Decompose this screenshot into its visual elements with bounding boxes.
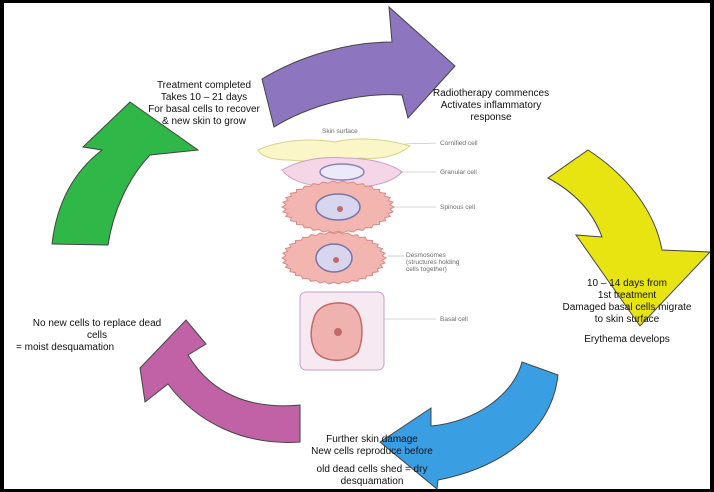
erythema-line: 10 – 14 days from xyxy=(544,278,710,290)
desmosomes-label-line: Desmosomes xyxy=(406,252,459,259)
erythema-spacer xyxy=(544,326,710,334)
radiotherapy-line: Radiotherapy commences xyxy=(404,88,578,100)
cell-nucleolus xyxy=(333,257,339,263)
erythema-line: Damaged basal cells migrate xyxy=(544,302,710,314)
radiotherapy-text: Radiotherapy commences Activates inflamm… xyxy=(404,88,578,124)
granular-cell-label: Granular cell xyxy=(440,169,477,176)
granular-nucleus xyxy=(320,164,364,180)
dry-line: desquamation xyxy=(282,476,462,488)
skin-surface-label: Skin surface xyxy=(322,128,358,135)
moist-desquamation-text: No new cells to replace dead cells xyxy=(12,318,182,342)
moist-line: No new cells to replace dead xyxy=(12,318,182,330)
recovery-line: & new skin to grow xyxy=(104,116,304,128)
erythema-line: 1st treatment xyxy=(544,290,710,302)
recovery-text: Treatment completed Takes 10 – 21 days F… xyxy=(104,80,304,128)
dry-line: old dead cells shed = dry xyxy=(282,464,462,476)
dry-desquamation-text: Further skin damage New cells reproduce … xyxy=(282,434,462,488)
recovery-line: Takes 10 – 21 days xyxy=(104,92,304,104)
moist-line: cells xyxy=(12,330,182,342)
erythema-line: Erythema develops xyxy=(544,334,710,346)
spinous-cell-label: Spinous cell xyxy=(440,204,475,211)
cell-nucleolus xyxy=(337,206,343,212)
radiotherapy-line: Activates inflammatory xyxy=(404,100,578,112)
recovery-line: Treatment completed xyxy=(104,80,304,92)
basal-nucleus xyxy=(334,328,342,336)
leader-line xyxy=(404,143,436,144)
erythema-line: to skin surface xyxy=(544,314,710,326)
dry-line: Further skin damage xyxy=(282,434,462,446)
cornified-cell-label: Cornified cell xyxy=(440,140,478,147)
erythema-text: 10 – 14 days from 1st treatment Damaged … xyxy=(544,278,710,346)
dry-line: New cells reproduce before xyxy=(282,446,462,458)
basal-cell-label: Basal cell xyxy=(440,316,468,323)
desmosomes-label-line: (structures holding xyxy=(406,259,459,266)
desmosomes-label: Desmosomes (structures holding cells tog… xyxy=(406,252,459,273)
moist-result-text: = moist desquamation xyxy=(16,342,114,354)
radiotherapy-line: response xyxy=(404,112,578,124)
desmosomes-label-line: cells together) xyxy=(406,266,459,273)
recovery-line: For basal cells to recover xyxy=(104,104,304,116)
